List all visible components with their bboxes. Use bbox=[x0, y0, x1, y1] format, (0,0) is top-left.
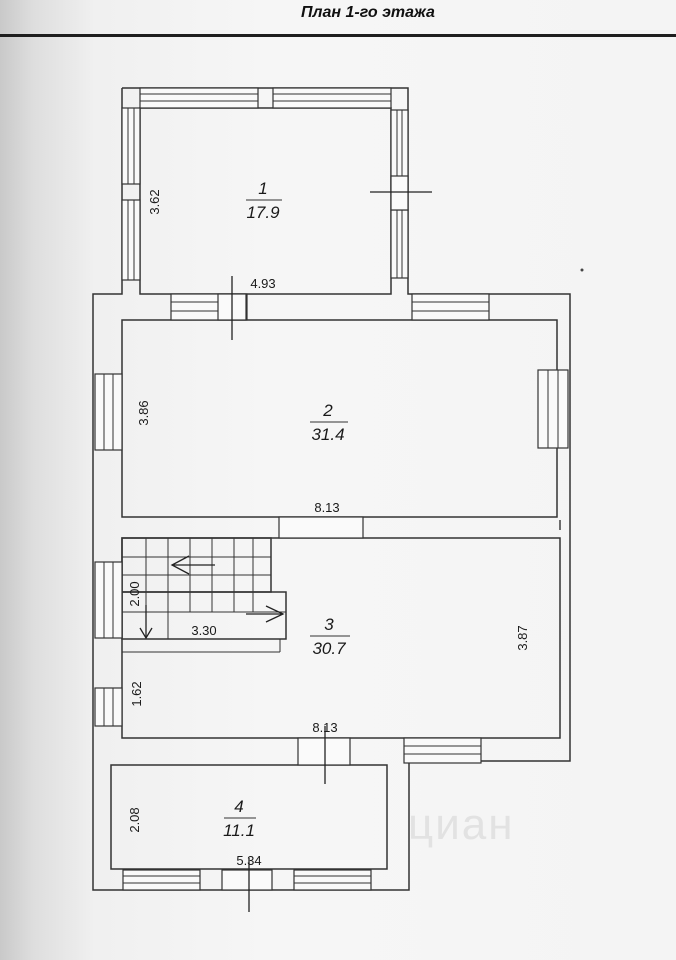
watermark-logo: циан bbox=[408, 800, 515, 849]
room-1-area: 17.9 bbox=[246, 203, 280, 222]
dim-r4-height: 2.08 bbox=[127, 807, 142, 832]
window-r3-bottom bbox=[403, 737, 482, 764]
window-r2-left bbox=[94, 373, 123, 451]
window-r1-right-lower bbox=[390, 209, 409, 279]
staircase bbox=[121, 537, 287, 653]
window-top-left bbox=[139, 87, 259, 109]
window-r2-top-right bbox=[411, 293, 490, 321]
dim-r1-height: 3.62 bbox=[147, 189, 162, 214]
room-2-label: 2 31.4 bbox=[310, 401, 348, 444]
room-2-area: 31.4 bbox=[311, 425, 344, 444]
window-r3-left-lower bbox=[94, 687, 123, 727]
dim-stair-width: 3.30 bbox=[191, 623, 216, 638]
room-3-label: 3 30.7 bbox=[310, 615, 350, 658]
window-r3-left-upper bbox=[94, 561, 123, 639]
outer-walls bbox=[92, 87, 571, 891]
room-4-area: 11.1 bbox=[223, 821, 255, 840]
door-entrance bbox=[221, 858, 273, 912]
dim-stair-height: 2.00 bbox=[127, 581, 142, 606]
room-4-label: 4 11.1 bbox=[223, 797, 256, 840]
dot-mark bbox=[580, 268, 584, 272]
room-3 bbox=[121, 537, 561, 739]
window-r2-right bbox=[537, 369, 569, 449]
title-bar: План 1-го этажа bbox=[0, 0, 676, 37]
window-r1-left-upper bbox=[121, 107, 141, 185]
door-r1-right bbox=[370, 175, 432, 211]
page-title: План 1-го этажа bbox=[301, 4, 435, 21]
room-3-area: 30.7 bbox=[312, 639, 346, 658]
door-r2-r3 bbox=[278, 516, 364, 539]
window-r1-left-lower bbox=[121, 199, 141, 281]
dim-r2-height: 3.86 bbox=[136, 400, 151, 425]
dim-r4-width: 5.34 bbox=[236, 853, 261, 868]
door-r1-r2 bbox=[217, 276, 247, 340]
dim-r1-width: 4.93 bbox=[250, 276, 275, 291]
room-1-number: 1 bbox=[258, 179, 267, 198]
dim-r3-width: 8.13 bbox=[312, 720, 337, 735]
room-2 bbox=[121, 319, 558, 518]
dim-r3-height-left: 1.62 bbox=[129, 681, 144, 706]
window-bottom-right bbox=[293, 869, 372, 891]
room-2-number: 2 bbox=[322, 401, 333, 420]
door-r3-r4 bbox=[297, 726, 351, 784]
room-1-label: 1 17.9 bbox=[246, 179, 282, 222]
room-3-number: 3 bbox=[324, 615, 334, 634]
dim-r2-width: 8.13 bbox=[314, 500, 339, 515]
window-top-right bbox=[272, 87, 392, 109]
room-1 bbox=[139, 107, 392, 295]
window-bottom-left bbox=[122, 869, 201, 891]
room-4-number: 4 bbox=[234, 797, 243, 816]
dim-r3-height-right: 3.87 bbox=[515, 625, 530, 650]
